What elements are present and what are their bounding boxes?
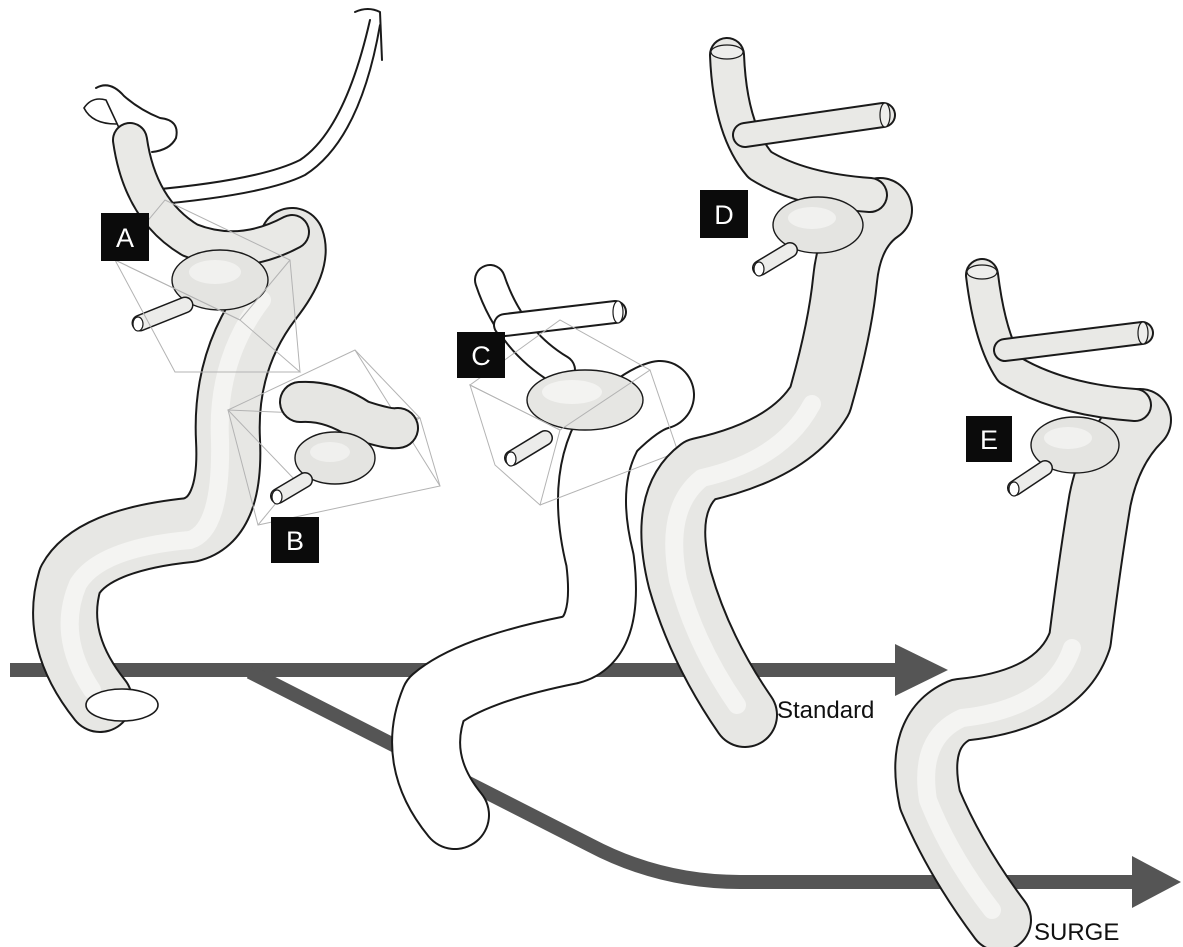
surge-pipeline-label: SURGE [1034, 919, 1119, 946]
vessel-model-e [926, 265, 1148, 920]
vessel-model-a [65, 9, 382, 721]
stage-tag-c: C [457, 332, 505, 378]
stage-tag-e: E [966, 416, 1012, 462]
stage-tag-a: A [101, 213, 149, 261]
stage-label-a: A [116, 223, 134, 253]
stage-label-c: C [471, 341, 491, 371]
stage-label-e: E [980, 425, 998, 455]
vessel-model-d [673, 45, 890, 715]
stage-tag-d: D [700, 190, 748, 238]
stage-label-d: D [714, 200, 734, 230]
stage-label-b: B [286, 526, 304, 556]
standard-pipeline-label: Standard [777, 697, 874, 724]
stage-tag-b: B [271, 517, 319, 563]
